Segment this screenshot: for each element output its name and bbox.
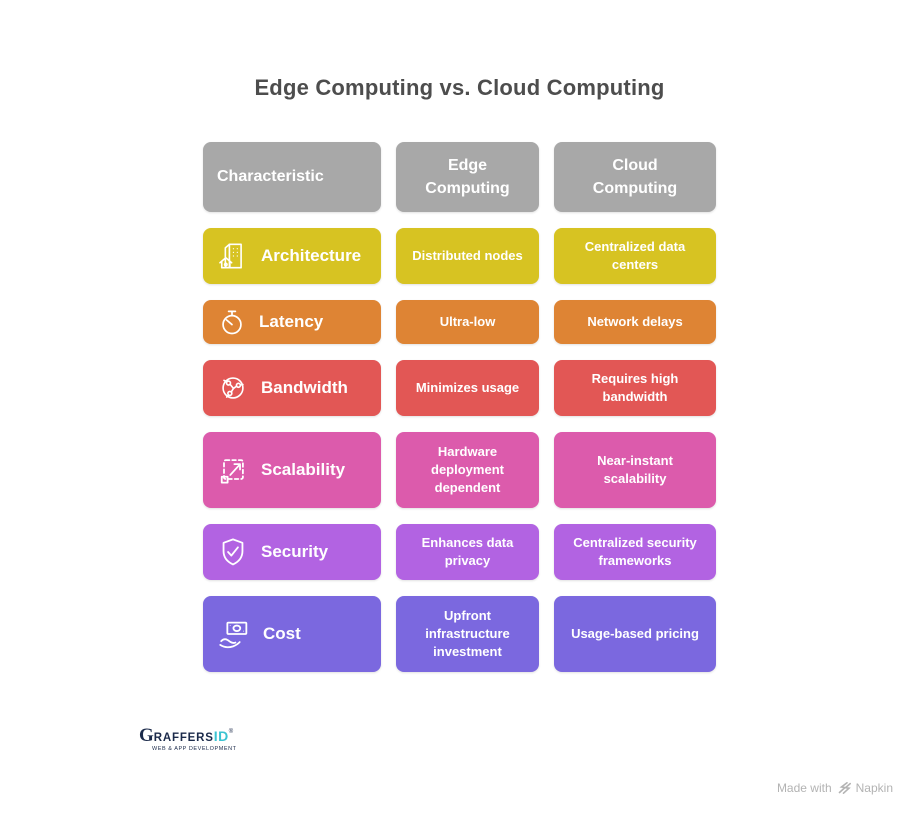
cell-scalability-edge: Hardware deployment dependent <box>396 432 539 508</box>
cell-bandwidth-cloud: Requires high bandwidth <box>554 360 716 416</box>
row-label-text: Scalability <box>261 460 346 479</box>
cell-cost-cloud: Usage-based pricing <box>554 596 716 672</box>
napkin-credit-brand: Napkin <box>855 781 893 795</box>
network-globe-icon <box>215 370 251 406</box>
stopwatch-icon <box>215 305 249 339</box>
graffersid-logo-g: G <box>139 725 154 746</box>
shield-check-icon <box>215 534 251 570</box>
cell-scalability-cloud: Near-instant scalability <box>554 432 716 508</box>
graffersid-logo-raffers: RAFFERS <box>153 732 214 744</box>
cell-architecture-edge: Distributed nodes <box>396 228 539 284</box>
row-security-label: Security <box>203 524 381 580</box>
cell-architecture-cloud: Centralized data centers <box>554 228 716 284</box>
cell-latency-cloud: Network delays <box>554 300 716 344</box>
row-label-text: Architecture <box>261 246 362 265</box>
row-bandwidth-label: Bandwidth <box>203 360 381 416</box>
money-hand-icon <box>215 615 253 653</box>
building-house-icon <box>215 238 251 274</box>
page-title: Edge Computing vs. Cloud Computing <box>254 74 665 100</box>
row-architecture-label: Architecture <box>203 228 381 284</box>
cell-security-cloud: Centralized security frameworks <box>554 524 716 580</box>
header-characteristic: Characteristic <box>203 142 381 212</box>
row-label-text: Latency <box>259 312 324 331</box>
cell-security-edge: Enhances data privacy <box>396 524 539 580</box>
expand-arrows-icon <box>215 452 251 488</box>
cell-latency-edge: Ultra-low <box>396 300 539 344</box>
header-cloud-computing: Cloud Computing <box>554 142 716 212</box>
row-label-text: Bandwidth <box>261 378 348 397</box>
graffersid-logo-id: ID <box>213 728 229 744</box>
registered-trademark-icon: ® <box>228 729 234 735</box>
napkin-credit: Made with Napkin <box>777 781 893 795</box>
napkin-credit-prefix: Made with <box>776 781 832 795</box>
row-cost-label: Cost <box>203 596 381 672</box>
row-scalability-label: Scalability <box>203 432 381 508</box>
row-label-text: Security <box>261 542 329 561</box>
graffersid-tagline: WEB & APP DEVELOPMENT <box>152 746 237 752</box>
cell-cost-edge: Upfront infrastructure investment <box>396 596 539 672</box>
comparison-table: Characteristic Edge Computing Cloud Comp… <box>203 142 716 672</box>
cell-bandwidth-edge: Minimizes usage <box>396 360 539 416</box>
row-latency-label: Latency <box>203 300 381 344</box>
row-label-text: Cost <box>263 624 301 643</box>
napkin-logo-icon <box>837 782 851 794</box>
header-edge-computing: Edge Computing <box>396 142 539 212</box>
